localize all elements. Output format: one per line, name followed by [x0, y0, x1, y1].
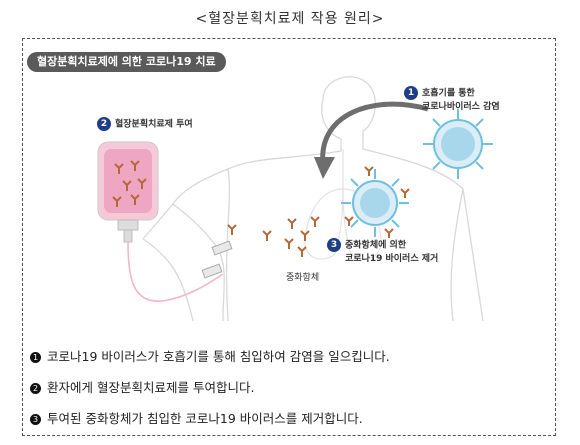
step2-label: 2 혈장분획치료제 투여	[97, 117, 193, 132]
arm-outline	[142, 203, 225, 321]
neutralizing-antibodies	[227, 216, 320, 257]
iv-tube	[127, 241, 224, 302]
illustration	[97, 76, 493, 321]
step-bullet: 3	[30, 414, 41, 425]
bandages	[201, 240, 233, 279]
step-item-1: 1 코로나19 바이러스가 호흡기를 통해 침입하여 감염을 일으킵니다.	[30, 346, 390, 365]
step-text: 환자에게 혈장분획치료제를 투여합니다.	[47, 380, 255, 395]
step1-line2: 코로나바이러스 감염	[422, 101, 500, 112]
step-text: 코로나19 바이러스가 호흡기를 통해 침입하여 감염을 일으킵니다.	[47, 349, 390, 364]
infection-arrow-head	[314, 157, 335, 179]
step1-label: 1 호흡기를 통한 코로나바이러스 감염	[404, 86, 500, 114]
step-bullet: 1	[30, 352, 41, 363]
antibody-label: 중화항체	[286, 273, 320, 283]
figure-frame	[22, 38, 556, 436]
step-text: 투여된 중화항체가 침입한 코로나19 바이러스를 제거합니다.	[47, 411, 363, 426]
step3-line2: 코로나19 바이러스 제거	[345, 253, 439, 264]
infection-arrow	[320, 101, 429, 165]
step3-line1: 중화항체에 의한	[345, 240, 407, 251]
virus-infecting	[423, 109, 493, 179]
step2-number-badge: 2	[97, 117, 111, 131]
step2-text: 혈장분획치료제 투여	[115, 119, 193, 130]
antibodies-on-virus	[344, 166, 410, 238]
step-item-2: 2 환자에게 혈장분획치료제를 투여합니다.	[30, 377, 254, 396]
step1-number-badge: 1	[404, 86, 418, 100]
step-bullet: 2	[30, 383, 41, 394]
antibodies-in-bag	[112, 160, 147, 207]
virus-neutralized	[341, 169, 409, 237]
step3-label: 3 중화항체에 의한 코로나19 바이러스 제거	[327, 238, 438, 266]
iv-bag	[97, 141, 159, 243]
figure-caption: <혈장분획치료제 작용 원리>	[195, 11, 385, 27]
step1-line1: 호흡기를 통한	[422, 88, 475, 99]
step3-number-badge: 3	[327, 238, 341, 252]
title-pill: 혈장분획치료제에 의한 코로나19 치료	[27, 52, 226, 72]
step-item-3: 3 투여된 중화항체가 침입한 코로나19 바이러스를 제거합니다.	[30, 408, 363, 427]
